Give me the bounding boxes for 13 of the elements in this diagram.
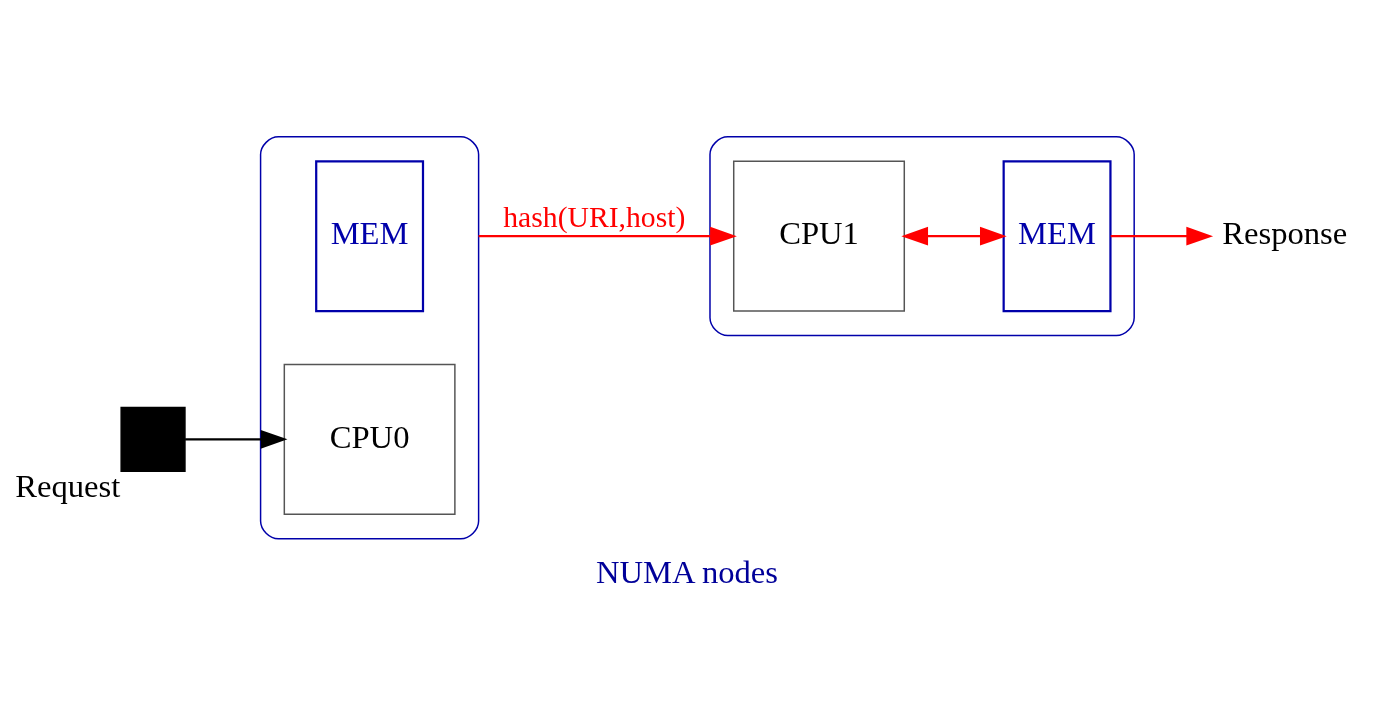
arrow [478,226,737,246]
node-label: Request [15,467,121,504]
arrow [1110,226,1214,246]
node-text: Response [1222,214,1348,251]
node-box: CPU1 [733,160,906,312]
node-box: MEM [315,159,425,312]
edge-label: hash(URI,host) [503,200,686,233]
node-box [120,406,186,472]
arrow [185,429,288,449]
node-box: MEM [1002,159,1112,312]
caption: NUMA nodes [595,553,779,590]
node-box: CPU0 [283,363,456,515]
arrow [901,226,1007,246]
